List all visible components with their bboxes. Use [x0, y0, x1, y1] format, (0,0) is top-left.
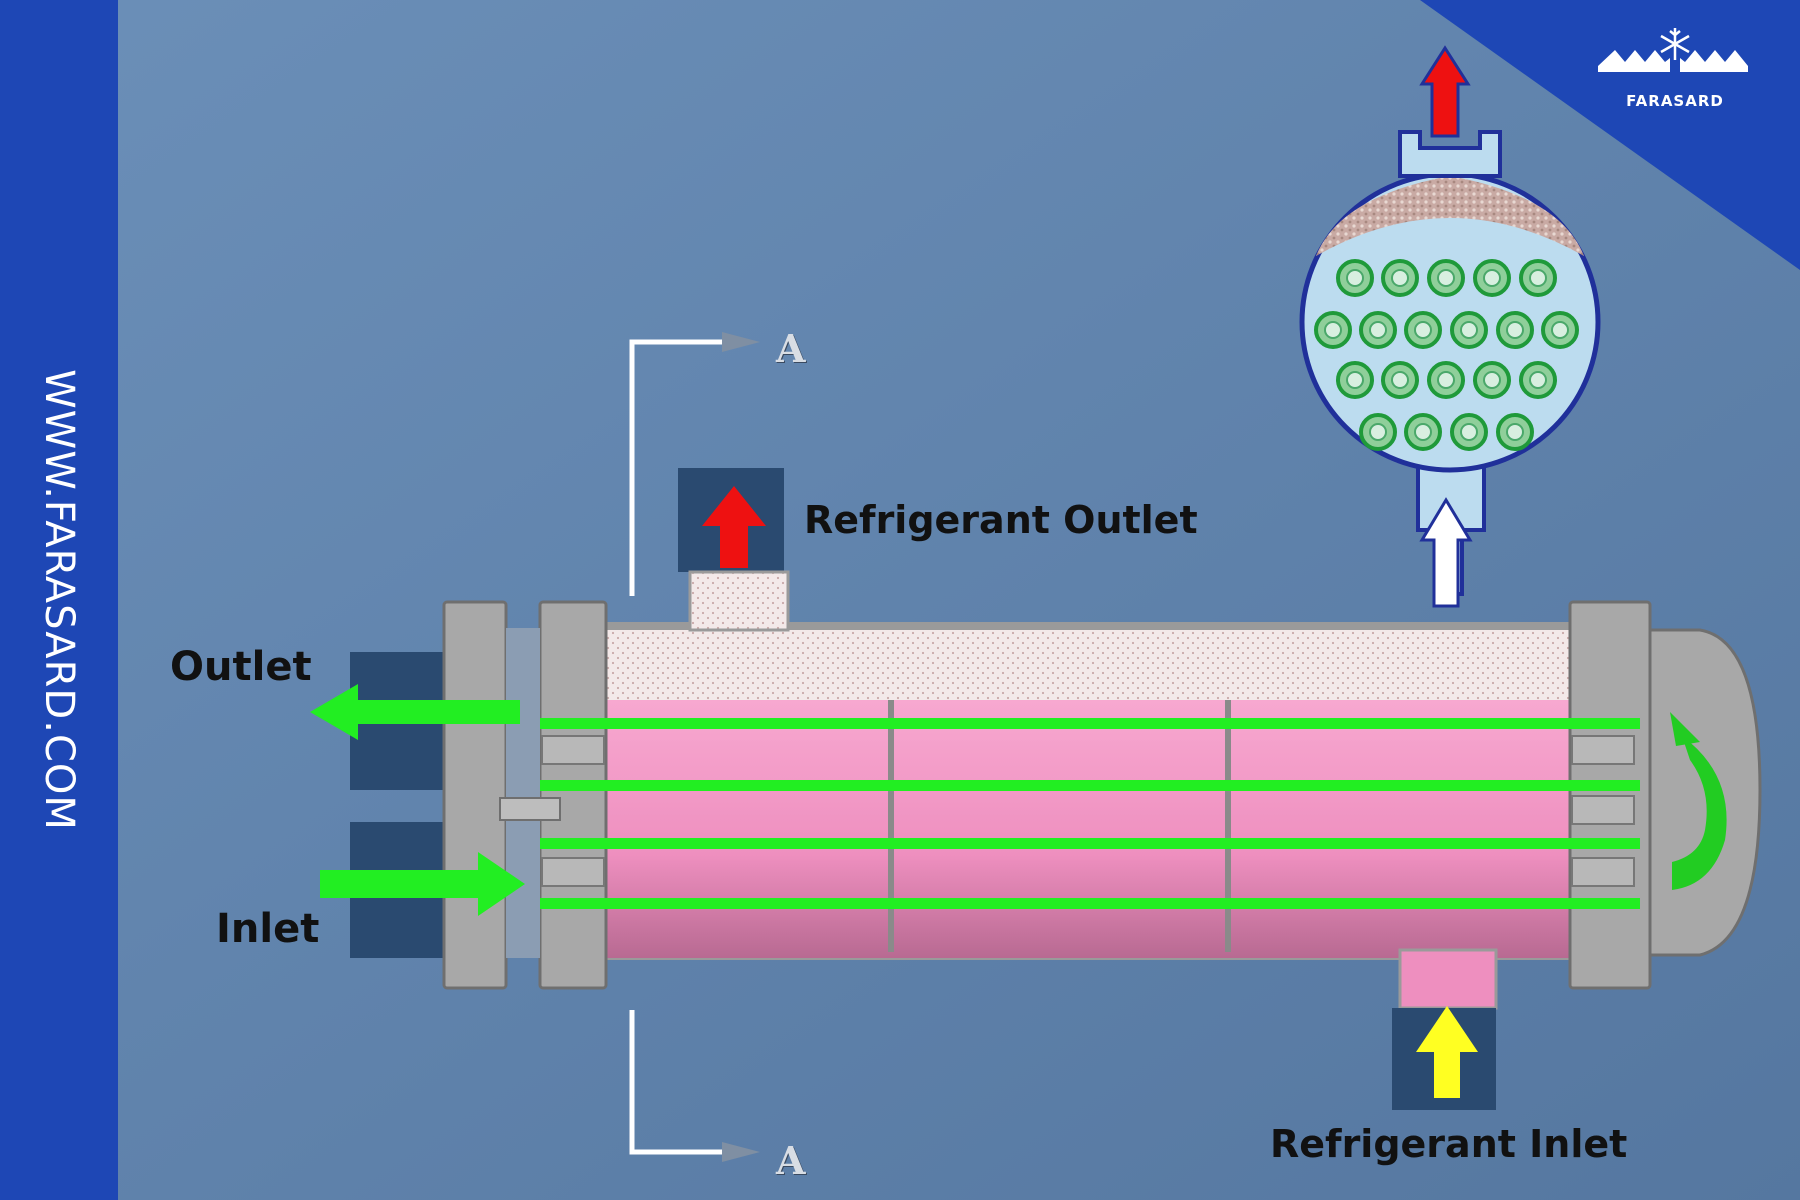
cross-section-view — [1299, 45, 1601, 608]
baffle — [888, 700, 894, 952]
section-tube-bore — [1369, 423, 1387, 441]
site-url: WWW.FARASARD.COM — [36, 369, 82, 831]
left-brand-bar — [0, 0, 118, 1200]
section-tube-bore — [1506, 321, 1524, 339]
section-tube-bore — [1551, 321, 1569, 339]
refrigerant-liquid — [605, 700, 1577, 958]
section-tube-bore — [1414, 423, 1432, 441]
water-inlet-arrow — [320, 852, 525, 916]
side-url: WWW.FARASARD.COM — [0, 0, 118, 1200]
baffle — [1225, 700, 1231, 952]
section-label-bottom: A — [776, 1138, 806, 1183]
refrigerant-outlet-label: Refrigerant Outlet — [804, 498, 1198, 542]
farasard-logo — [1598, 28, 1748, 72]
section-tube-bore — [1506, 423, 1524, 441]
section-tube-bore — [1483, 371, 1501, 389]
section-tube-bore — [1529, 371, 1547, 389]
section-tube-bore — [1437, 371, 1455, 389]
section-tube-bore — [1324, 321, 1342, 339]
brand-name: FARASARD — [1626, 92, 1724, 110]
section-top-nozzle — [1398, 130, 1502, 178]
refrigerant-outlet-nozzle — [688, 570, 790, 632]
water-inlet-label: Inlet — [216, 906, 320, 952]
section-tube-bore — [1346, 269, 1364, 287]
section-tube-bore — [1346, 371, 1364, 389]
section-tube-bore — [1391, 269, 1409, 287]
refrigerant-inlet-arrow — [1416, 1006, 1478, 1098]
section-tube-bore — [1483, 269, 1501, 287]
section-tube-bore — [1391, 371, 1409, 389]
tube — [540, 898, 1640, 909]
section-tube-bore — [1369, 321, 1387, 339]
section-tube-bore — [1437, 269, 1455, 287]
section-vapor-arrow — [1419, 45, 1471, 138]
tube — [540, 838, 1640, 849]
section-line-bottom — [629, 1010, 760, 1162]
water-outlet-arrow — [310, 684, 520, 740]
water-outlet-label: Outlet — [170, 644, 312, 690]
section-tube-bore — [1414, 321, 1432, 339]
tube — [540, 780, 1640, 791]
section-line-top — [629, 332, 760, 596]
return-flow-arrow — [1670, 712, 1727, 890]
snowflake-icon — [1660, 28, 1690, 60]
section-tube-bore — [1460, 321, 1478, 339]
section-label-top: A — [776, 326, 806, 371]
tubes — [540, 718, 1640, 909]
refrigerant-inlet-label: Refrigerant Inlet — [1270, 1122, 1628, 1166]
refrigerant-outlet-arrow — [702, 486, 766, 568]
section-vapor-space — [1316, 176, 1584, 256]
left-channel — [442, 600, 608, 990]
vapor-space — [605, 630, 1577, 700]
section-tube-bundle — [1314, 259, 1579, 451]
section-tube-bore — [1460, 423, 1478, 441]
section-liquid-arrow — [1419, 497, 1473, 608]
section-tube-bore — [1529, 269, 1547, 287]
refrigerant-inlet-nozzle — [1398, 948, 1498, 1010]
tube — [540, 718, 1640, 729]
